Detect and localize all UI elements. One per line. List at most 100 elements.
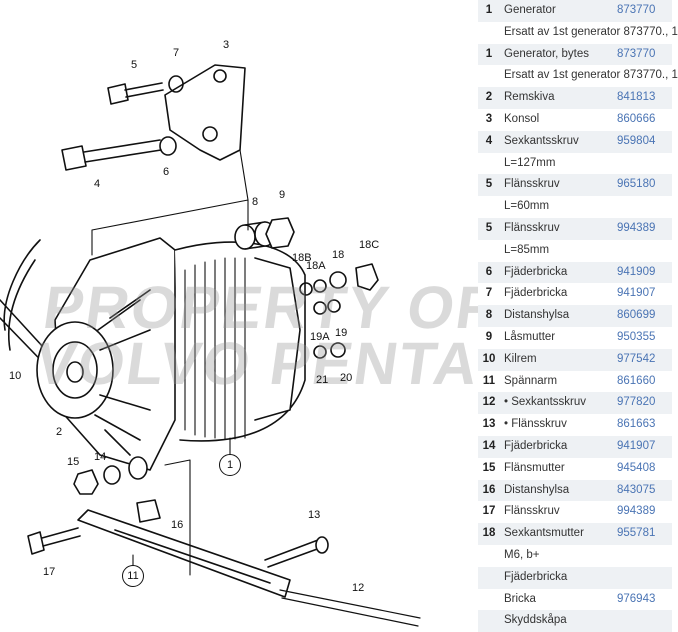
alternator-drawing [0, 64, 421, 627]
parts-row[interactable]: Fjäderbricka [478, 566, 672, 589]
part-number-link[interactable]: 976943 [617, 592, 656, 605]
callout-16[interactable]: 16 [171, 519, 184, 531]
part-description: Remskiva [504, 91, 555, 104]
part-number-link[interactable]: 861660 [617, 374, 656, 387]
callout-14[interactable]: 14 [94, 451, 107, 463]
part-position-number: 18 [482, 527, 496, 540]
part-number-link[interactable]: 873770 [617, 47, 656, 60]
part-position-number: 1 [485, 4, 493, 16]
part-description: Konsol [504, 112, 540, 125]
part-number-link[interactable]: 941909 [617, 265, 656, 278]
part-description: Distanshylsa [504, 483, 570, 496]
callout-21[interactable]: 21 [316, 374, 329, 386]
part-number-link[interactable]: 950355 [617, 330, 656, 343]
parts-row[interactable]: 18 Sexkantsmutter 955781 [478, 523, 672, 545]
part-number-link[interactable]: 941907 [617, 439, 656, 452]
callout-15[interactable]: 15 [67, 456, 80, 468]
callout-18[interactable]: 18 [332, 249, 345, 261]
parts-row[interactable]: L=127mm [478, 153, 672, 175]
callout-11[interactable]: 11 [122, 565, 144, 587]
part-number-link[interactable]: 873770 [617, 4, 656, 16]
part-position-number: 12 [482, 396, 496, 409]
parts-row[interactable]: 8 Distanshylsa 860699 [478, 305, 672, 327]
callout-10[interactable]: 10 [9, 370, 22, 382]
callout-12[interactable]: 12 [352, 582, 365, 594]
parts-row[interactable]: Bricka 976943 [478, 589, 672, 611]
part-number-link[interactable]: 955781 [617, 527, 656, 540]
callout-18a[interactable]: 18A [306, 260, 326, 272]
part-description: Skyddskåpa [504, 614, 567, 627]
part-number-link[interactable]: 959804 [617, 134, 656, 147]
parts-row[interactable]: M6, b+ [478, 545, 672, 567]
part-number-link[interactable]: 843075 [617, 483, 656, 496]
callout-3[interactable]: 3 [223, 39, 230, 51]
part-description: M6, b+ [504, 548, 540, 561]
callout-2[interactable]: 2 [56, 426, 63, 438]
callout-4[interactable]: 4 [94, 178, 101, 190]
callout-13[interactable]: 13 [308, 509, 321, 521]
exploded-parts-diagram: PROPERTY OF VOLVO PENTA 1 2 3 4 5 6 7 8 … [0, 39, 500, 627]
belt-line [3, 239, 41, 331]
part-number-link[interactable]: 977542 [617, 352, 656, 365]
part-position-number: 4 [485, 134, 493, 147]
part-description: L=127mm [504, 156, 556, 169]
part-description: Flänsmutter [504, 461, 565, 474]
part-description: Sexkantsmutter [504, 527, 584, 540]
part-description: Flänsskruv [504, 178, 560, 191]
part-position-number: 8 [485, 309, 493, 322]
part-number-link[interactable]: 994389 [617, 221, 656, 234]
part-description: Bricka [504, 592, 536, 605]
part-number-link[interactable]: 941907 [617, 287, 656, 300]
callout-18b[interactable]: 18B [292, 252, 312, 264]
callout-19a[interactable]: 19A [310, 331, 330, 343]
parts-row[interactable]: L=60mm [478, 196, 672, 218]
callout-8[interactable]: 8 [252, 196, 259, 208]
callout-1[interactable]: 1 [219, 454, 241, 476]
parts-row[interactable]: Ersatt av 1st generator 873770., 1 [478, 65, 678, 87]
part-number-link[interactable]: 861663 [617, 418, 656, 431]
callout-9[interactable]: 9 [279, 189, 286, 201]
callout-7[interactable]: 7 [173, 47, 180, 59]
callout-19[interactable]: 19 [335, 327, 348, 339]
part-number-link[interactable]: 945408 [617, 461, 656, 474]
part-number-link[interactable]: 977820 [617, 396, 656, 409]
parts-row[interactable]: Ersatt av 1st generator 873770., 1 [478, 22, 678, 44]
part-description: Fjäderbricka [504, 439, 568, 452]
parts-row[interactable]: Skyddskåpa [478, 610, 672, 632]
part-number-link[interactable]: 965180 [617, 178, 656, 191]
part-number-link[interactable]: 860699 [617, 309, 656, 322]
part-number-link[interactable]: 860666 [617, 112, 656, 125]
part-description: L=85mm [504, 243, 550, 256]
callout-20[interactable]: 20 [340, 372, 353, 384]
parts-row[interactable]: L=85mm [478, 240, 672, 262]
callout-18c[interactable]: 18C [359, 239, 380, 251]
callout-17[interactable]: 17 [43, 566, 56, 578]
callout-6[interactable]: 6 [163, 166, 170, 178]
callout-5[interactable]: 5 [131, 59, 138, 71]
part-description: Låsmutter [504, 330, 556, 343]
part-number-link[interactable]: 841813 [617, 91, 656, 104]
part-description: Fjäderbricka [504, 570, 568, 583]
part-number-link[interactable]: 994389 [617, 505, 656, 518]
part-description: Distanshylsa [504, 309, 570, 322]
part-position-number: 17 [482, 505, 496, 518]
